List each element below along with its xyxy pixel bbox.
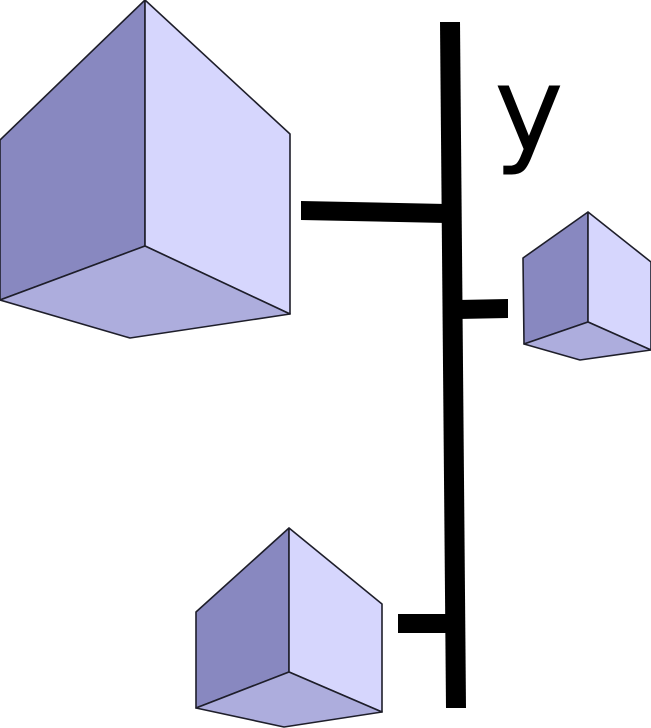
small-cube bbox=[522, 211, 651, 361]
small-cube-right-face bbox=[587, 211, 651, 351]
medium-cube-bottom-face bbox=[195, 671, 383, 728]
y-axis-line bbox=[440, 22, 466, 708]
large-cube-bottom-face bbox=[0, 245, 291, 339]
small-cube-bottom-face bbox=[523, 321, 651, 361]
tick-small-cube bbox=[458, 299, 508, 319]
y-axis-label: y bbox=[494, 40, 564, 178]
medium-cube bbox=[195, 527, 383, 728]
tick-large-cube bbox=[301, 201, 446, 223]
large-cube bbox=[0, 0, 291, 339]
tick-medium-cube bbox=[398, 614, 452, 633]
small-cube-left-face bbox=[522, 211, 589, 345]
